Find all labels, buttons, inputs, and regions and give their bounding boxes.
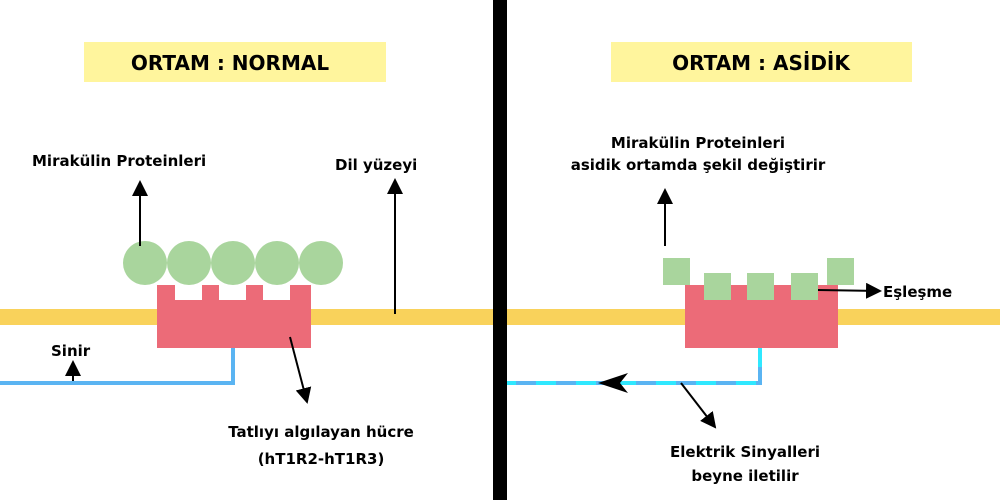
right-signal-direction-arrow <box>598 373 628 393</box>
right-protein-square <box>704 273 731 300</box>
right-protein-square <box>663 258 690 285</box>
left-cell-label-line1: Tatlıyı algılayan hücre <box>228 423 414 441</box>
left-nerve-line <box>0 347 235 385</box>
right-signal-label-arrow <box>680 382 717 429</box>
right-protein-square <box>791 273 818 300</box>
right-match-label: Eşleşme <box>883 283 952 301</box>
left-protein-label: Mirakülin Proteinleri <box>32 152 206 170</box>
right-banner-box <box>611 42 912 82</box>
right-banner-text: ORTAM : ASİDİK <box>672 51 851 75</box>
left-receptor-cell <box>157 285 311 348</box>
left-protein-circle <box>255 241 299 285</box>
left-cell-arrow <box>289 336 312 404</box>
left-protein-circle <box>167 241 211 285</box>
left-banner-text: ORTAM : NORMAL <box>131 51 329 75</box>
left-protein-circle <box>123 241 167 285</box>
left-nerve-label: Sinir <box>51 342 91 360</box>
right-match-arrow <box>817 282 882 299</box>
left-cell-label-line2: (hT1R2-hT1R3) <box>258 450 385 468</box>
right-protein-label-line2: asidik ortamda şekil değiştirir <box>571 156 826 174</box>
left-surface-label: Dil yüzeyi <box>335 156 417 174</box>
panel-divider <box>493 0 507 500</box>
left-protein-circle <box>299 241 343 285</box>
right-nerve-line <box>507 347 762 385</box>
right-protein-label-line1: Mirakülin Proteinleri <box>611 134 785 152</box>
right-protein-square <box>747 273 774 300</box>
right-signal-line <box>507 347 762 385</box>
left-protein-circle <box>211 241 255 285</box>
right-protein-square <box>827 258 854 285</box>
right-signal-label-line1: Elektrik Sinyalleri <box>670 443 820 461</box>
right-signal-label-line2: beyne iletilir <box>691 467 799 485</box>
left-banner-box <box>84 42 386 82</box>
